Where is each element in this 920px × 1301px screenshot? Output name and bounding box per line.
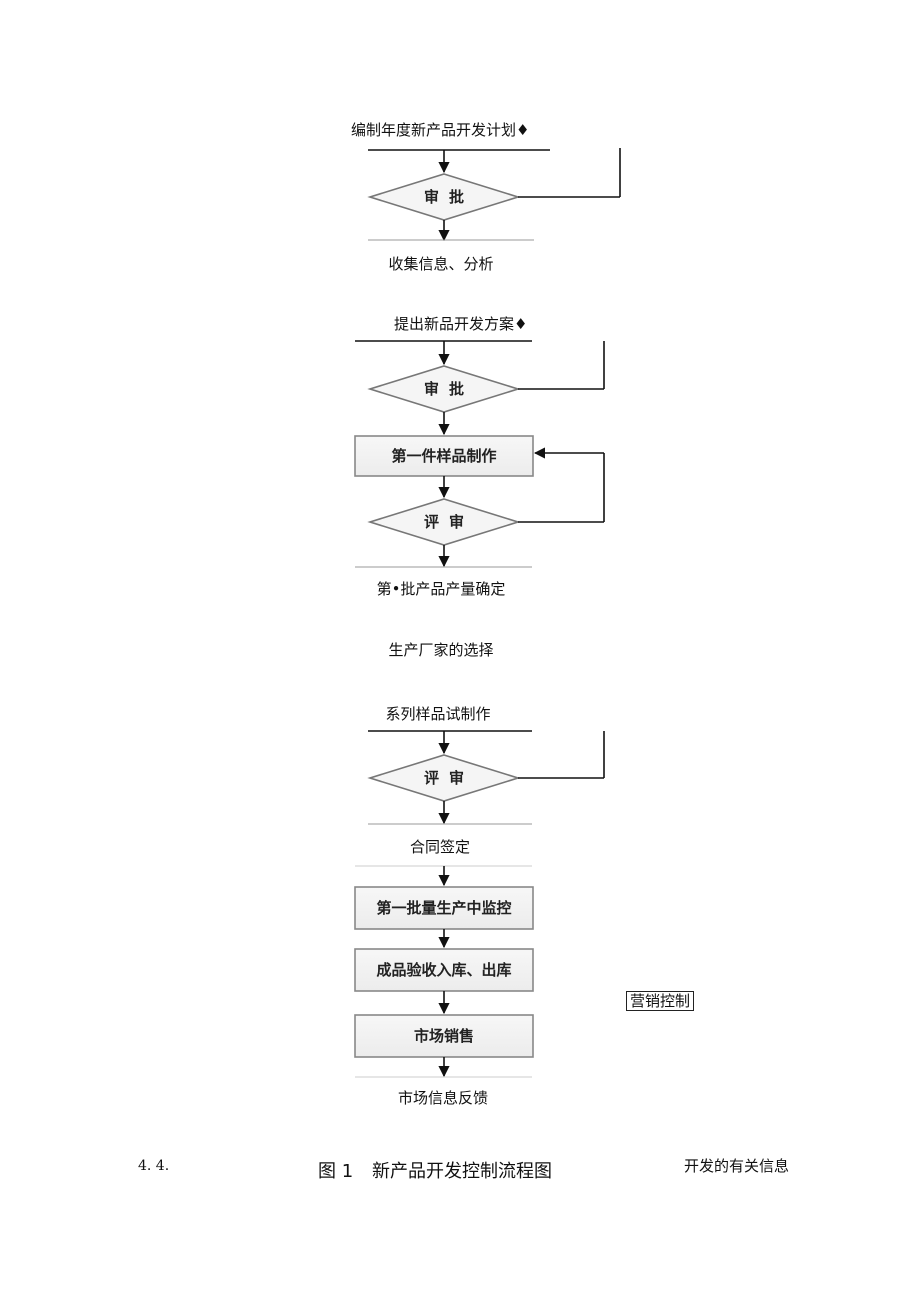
figure-number: 图 1 [318,1161,354,1182]
process-box [354,948,534,992]
decision-review-1: 评审 [423,513,475,531]
process-box [354,886,534,930]
process-box [354,435,534,477]
step-first-sample: 第一件样品制作 [391,447,497,465]
decision-approve-1: 审批 [423,188,475,206]
step-sales: 市场销售 [413,1027,475,1045]
step-plan: 编制年度新产品开发计划♦ [351,121,530,139]
marketing-control-tag: 营销控制 [626,991,695,1011]
related-info-note: 开发的有关信息 [684,1157,790,1175]
step-first-batch-qty: 第•批产品产量确定 [376,580,506,598]
step-contract: 合同签定 [409,838,471,856]
figure-title: 新产品开发控制流程图 [372,1161,552,1182]
section-number: 4. 4. [138,1158,170,1174]
step-select-manufacturer: 生产厂家的选择 [388,641,494,659]
step-propose: 提出新品开发方案♦ [394,315,528,333]
step-series-sample: 系列样品试制作 [385,705,491,723]
step-inspection: 成品验收入库、出库 [376,961,512,979]
step-monitor: 第一批量生产中监控 [376,899,512,917]
decision-approve-2: 审批 [423,380,475,398]
process-box [354,1014,534,1058]
step-feedback: 市场信息反馈 [397,1089,489,1107]
decision-review-2: 评审 [423,769,475,787]
step-collect-info: 收集信息、分析 [388,255,494,273]
